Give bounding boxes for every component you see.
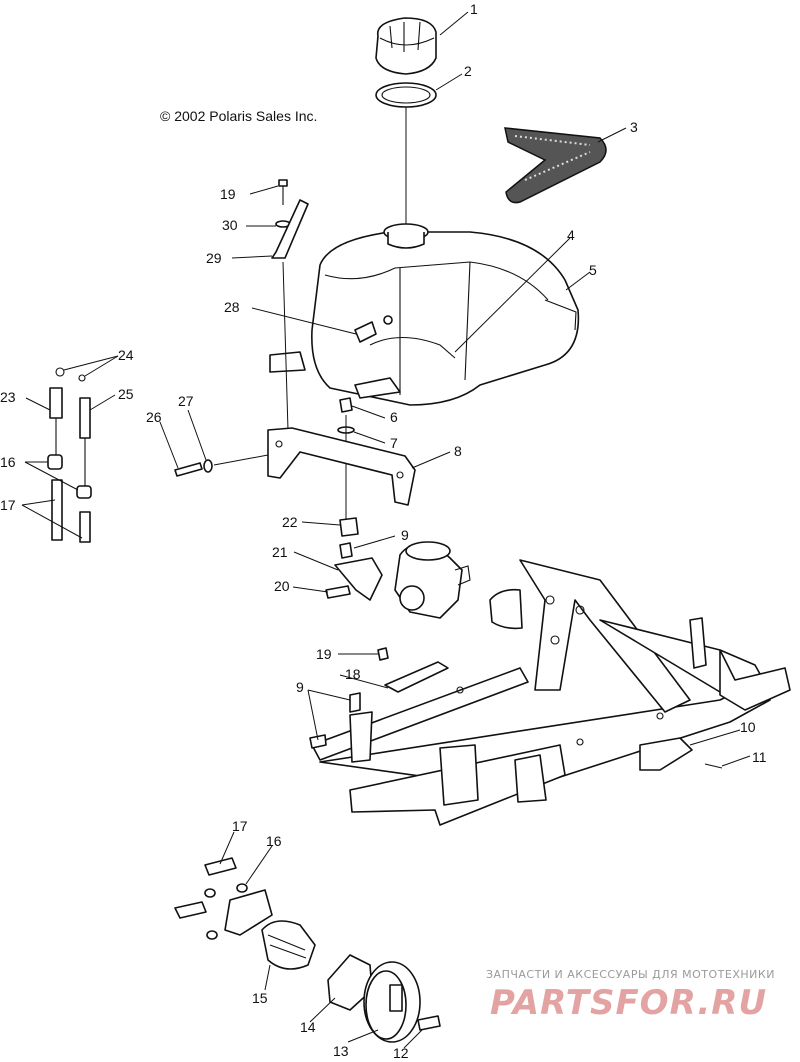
leader-lines: [21, 11, 751, 1049]
callout-4: 4: [567, 227, 575, 243]
callout-17-valve: 17: [232, 818, 248, 834]
callout-7: 7: [390, 435, 398, 451]
callout-23: 23: [0, 389, 16, 405]
callout-26: 26: [146, 409, 162, 425]
fuel-tank: [269, 223, 580, 406]
callout-20: 20: [274, 578, 290, 594]
fuel-lines-left: [47, 367, 92, 543]
rubber-mount: [339, 517, 359, 537]
screw-12: [417, 1015, 441, 1031]
callout-19-frame: 19: [316, 646, 332, 662]
callout-19-top: 19: [220, 186, 236, 202]
callout-16-left: 16: [0, 454, 16, 470]
callout-1: 1: [470, 1, 478, 17]
callout-21: 21: [272, 544, 288, 560]
tank-bracket: [271, 199, 309, 259]
mount-bracket-lower: [349, 711, 373, 763]
callout-2: 2: [464, 63, 472, 79]
screw-9-lower: [309, 734, 327, 749]
callout-13: 13: [333, 1043, 349, 1059]
bolt-9-lower: [349, 692, 361, 713]
callout-9-upper: 9: [401, 527, 409, 543]
callout-28: 28: [224, 299, 240, 315]
callout-22: 22: [282, 514, 298, 530]
callout-17-left: 17: [0, 497, 16, 513]
callout-11: 11: [752, 749, 767, 765]
foam-pad: [504, 127, 607, 204]
carburetor: [325, 541, 471, 619]
copyright-text: © 2002 Polaris Sales Inc.: [160, 108, 317, 124]
bolt-top: [278, 179, 288, 205]
bolt-26: [174, 462, 203, 477]
shield-bracket: [639, 737, 693, 771]
callout-15: 15: [252, 990, 268, 1006]
vehicle-frame: [311, 559, 791, 826]
fuel-cap: [375, 17, 437, 75]
callout-16-valve: 16: [266, 833, 282, 849]
heat-shield-strap: [384, 661, 449, 693]
callout-5: 5: [589, 262, 597, 278]
screw-11: [704, 763, 723, 769]
callout-30: 30: [222, 217, 238, 233]
callout-24: 24: [118, 347, 134, 363]
callout-18: 18: [345, 666, 361, 682]
callout-6: 6: [390, 409, 398, 425]
callout-27: 27: [178, 393, 194, 409]
nut-6: [339, 397, 353, 413]
callout-29: 29: [206, 250, 222, 266]
valve-knob: [363, 961, 421, 1043]
nut-19: [377, 647, 389, 661]
tank-mount-bracket: [267, 427, 416, 506]
watermark-tagline: ЗАПЧАСТИ И АКСЕССУАРЫ ДЛЯ МОТОТЕХНИКИ: [486, 968, 775, 981]
fuel-valve-assembly: [174, 857, 316, 970]
callout-14: 14: [300, 1019, 316, 1035]
vent-fitting: [354, 315, 393, 343]
callout-25: 25: [118, 386, 134, 402]
callout-3: 3: [630, 119, 638, 135]
washer-27: [203, 459, 213, 473]
callout-10: 10: [740, 719, 756, 735]
callout-8: 8: [454, 443, 462, 459]
callout-12: 12: [393, 1045, 409, 1061]
callout-9-lower: 9: [296, 679, 304, 695]
watermark-logo: PARTSFOR.RU: [490, 983, 767, 1023]
